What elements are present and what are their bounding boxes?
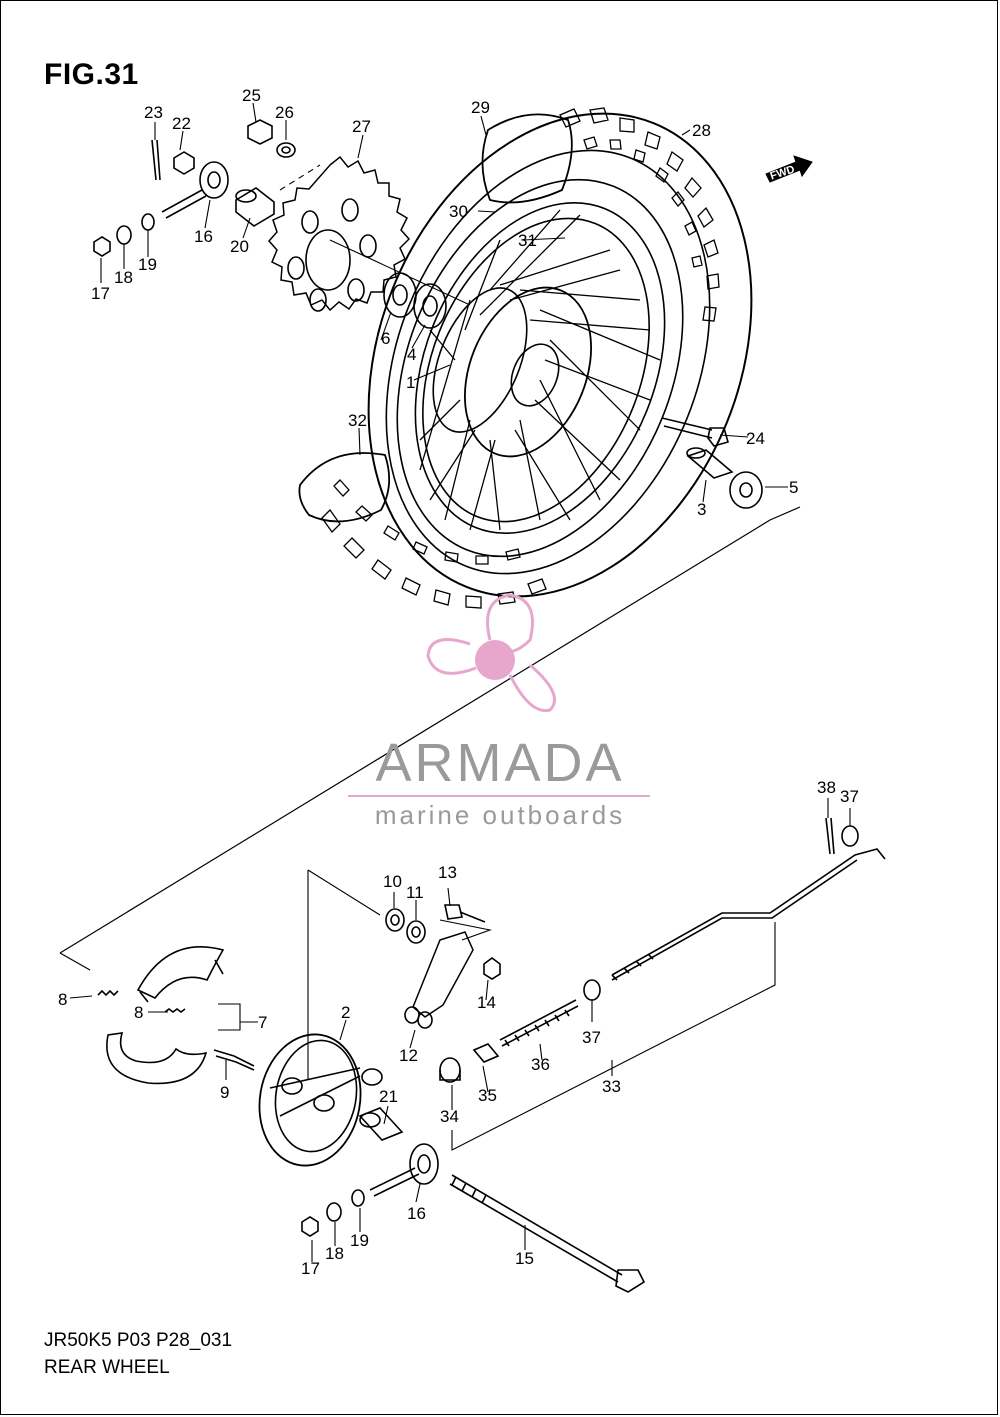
tire (298, 107, 753, 609)
bearing-5 (729, 471, 763, 509)
cotter-pin-38 (825, 817, 835, 855)
joint-34 (439, 1057, 461, 1083)
watermark-tagline: marine outboards (374, 800, 626, 830)
spacer-20 (235, 187, 275, 227)
washer-37-top (841, 825, 859, 847)
callout-35: 35 (478, 1086, 497, 1105)
callout-5: 5 (789, 478, 798, 497)
spacer-21 (358, 1107, 404, 1141)
washer-18-top (116, 225, 132, 245)
callout-37b: 37 (840, 787, 859, 806)
nut-17-bottom (301, 1216, 319, 1237)
bearing-4 (413, 283, 447, 329)
callout-8b: 8 (134, 1003, 143, 1022)
forward-arrow-icon (765, 155, 813, 183)
callout-23: 23 (144, 103, 163, 122)
callout-24: 24 (746, 429, 765, 448)
callout-32: 32 (348, 411, 367, 430)
armada-propeller-logo (426, 593, 556, 713)
callout-18b: 18 (325, 1244, 344, 1263)
callout-16a: 16 (194, 227, 213, 246)
watermark-brand: ARMADA (375, 733, 625, 793)
axle-15 (449, 1174, 646, 1293)
washer-19-bottom (351, 1189, 365, 1207)
bearing-6 (383, 272, 417, 318)
callout-12: 12 (399, 1046, 418, 1065)
spring-36 (499, 999, 579, 1047)
washer-11 (406, 920, 426, 944)
adjuster-16-bottom (369, 1143, 439, 1197)
callout-11: 11 (406, 883, 424, 902)
spacer-3 (686, 447, 734, 479)
callout-20: 20 (230, 237, 249, 256)
rim (414, 202, 666, 534)
bolt-24 (661, 417, 729, 447)
brake-arm-12 (404, 931, 474, 1029)
callout-16b: 16 (407, 1204, 426, 1223)
callout-14: 14 (477, 993, 496, 1012)
figure-title: FIG.31 (44, 58, 139, 91)
nut-17-top (93, 236, 111, 257)
brake-rod-33 (611, 848, 886, 981)
washer-10 (385, 908, 405, 932)
springs-8 (97, 989, 186, 1013)
bolt-13 (444, 904, 486, 923)
callout-7: 7 (258, 1013, 267, 1032)
callout-19b: 19 (350, 1231, 369, 1250)
callout-15: 15 (515, 1249, 534, 1268)
callout-38: 38 (817, 778, 836, 797)
spokes (419, 209, 661, 531)
callout-22: 22 (172, 114, 191, 133)
callout-2: 2 (341, 1003, 350, 1022)
callout-36: 36 (531, 1055, 550, 1074)
washer-37-mid (583, 979, 601, 1001)
brake-shoes-7 (106, 946, 225, 1085)
watermark-divider (348, 795, 650, 797)
nut-14 (483, 957, 501, 980)
adjuster-16-top (161, 161, 229, 219)
callout-27: 27 (352, 117, 371, 136)
callout-17b: 17 (301, 1259, 320, 1278)
callout-28: 28 (692, 121, 711, 140)
castle-nut-22 (173, 151, 195, 175)
washer-19-top (141, 213, 155, 231)
callout-21: 21 (379, 1087, 398, 1106)
callout-19a: 19 (138, 255, 157, 274)
washer-26 (276, 142, 296, 158)
callout-10: 10 (383, 872, 402, 891)
rear-sprocket (267, 155, 411, 312)
callout-34: 34 (440, 1107, 459, 1126)
callout-33: 33 (602, 1077, 621, 1096)
callout-31: 31 (518, 231, 537, 250)
callout-18a: 18 (114, 268, 133, 287)
callout-3: 3 (697, 500, 706, 519)
callout-13: 13 (438, 863, 457, 882)
joint-35 (472, 1043, 500, 1063)
brake-panel-2 (258, 1033, 383, 1167)
cotter-pin-23 (151, 139, 161, 181)
callout-29: 29 (471, 98, 490, 117)
figure-code: JR50K5 P03 P28_031 (44, 1330, 233, 1351)
nut-25 (247, 119, 273, 145)
callout-30: 30 (449, 202, 468, 221)
figure-name: REAR WHEEL (44, 1357, 170, 1378)
callout-25: 25 (242, 86, 261, 105)
callout-4: 4 (407, 345, 416, 364)
callout-1: 1 (406, 373, 415, 392)
callout-6: 6 (381, 329, 390, 348)
callout-8a: 8 (58, 990, 67, 1009)
callout-26: 26 (275, 103, 294, 122)
callout-37a: 37 (582, 1028, 601, 1047)
brake-cam-9 (213, 1049, 255, 1071)
callout-9: 9 (220, 1083, 229, 1102)
callout-17a: 17 (91, 284, 110, 303)
washer-18-bottom (326, 1202, 342, 1222)
